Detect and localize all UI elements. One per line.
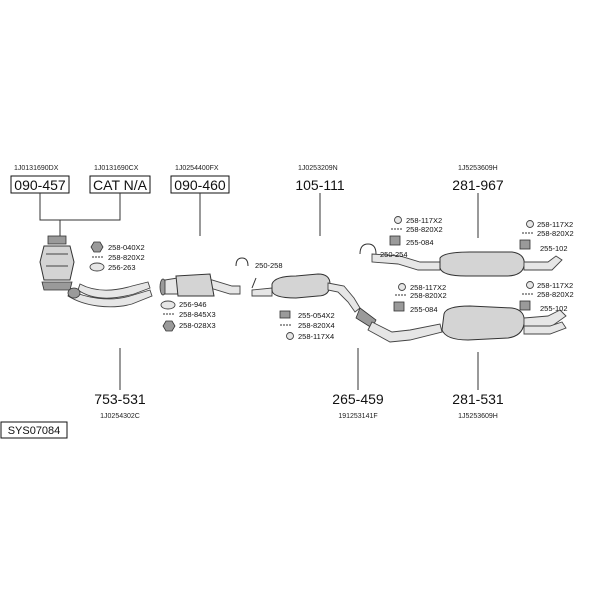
svg-text:258-845X3: 258-845X3	[179, 310, 216, 319]
clamp-icon	[235, 257, 249, 267]
svg-text:258-820X2: 258-820X2	[406, 225, 443, 234]
accessory-a17[interactable]: 255-102	[519, 239, 568, 253]
rear-silencer-upper-drawing	[371, 251, 563, 277]
part-group-g5[interactable]: 1J5253609H 281-967	[452, 165, 504, 193]
svg-text:255-084: 255-084	[410, 305, 438, 314]
rear-silencer-lower-drawing	[441, 305, 567, 341]
accessory-a13[interactable]: 255-084	[389, 235, 434, 247]
accessory-a5[interactable]: 256-946	[160, 300, 207, 310]
part-group-g3[interactable]: 1J0254400FX 090-460	[170, 165, 230, 194]
oem-number: 191253141F	[338, 413, 377, 420]
hanger-icon	[393, 301, 405, 312]
accessory-a23[interactable]: 255-102	[519, 300, 568, 313]
svg-text:258-117X2: 258-117X2	[537, 220, 573, 229]
part-number: 281-967	[452, 177, 504, 193]
svg-text:255-084: 255-084	[406, 238, 434, 247]
svg-text:255-054X2: 255-054X2	[298, 311, 335, 320]
oem-number: 1J0131690CX	[94, 165, 139, 172]
part-number: 105-111	[295, 177, 345, 193]
system-code-box	[0, 421, 68, 439]
part-group-g1[interactable]: 1J0131690DX 090-457	[10, 165, 70, 194]
accessory-a8[interactable]: 255-054X2	[279, 310, 335, 320]
accessory-a3[interactable]: 256-263	[89, 262, 136, 272]
ring-icon	[526, 220, 534, 228]
svg-text:258-117X2: 258-117X2	[410, 283, 446, 292]
svg-text:258-117X2: 258-117X2	[406, 216, 442, 225]
front-pipe-drawing	[67, 281, 153, 308]
part-group-g6[interactable]: 753-531 1J0254302C	[94, 391, 146, 420]
ring-icon	[394, 216, 402, 224]
oem-number: 1J0131690DX	[14, 165, 59, 172]
svg-text:256-946: 256-946	[179, 300, 207, 309]
svg-text:250-258: 250-258	[255, 261, 283, 270]
accessory-a16[interactable]: 258-820X2	[522, 229, 574, 238]
leader-lines	[39, 193, 479, 390]
svg-text:258-117X2: 258-117X2	[537, 281, 573, 290]
accessory-a22[interactable]: 258-820X2	[522, 290, 574, 299]
intermediate-pipe-drawing	[159, 273, 241, 297]
svg-text:258-820X2: 258-820X2	[410, 291, 447, 300]
svg-text:258-820X2: 258-820X2	[108, 253, 145, 262]
part-group-g8[interactable]: 281-531 1J5253609H	[452, 391, 504, 420]
accessory-a15[interactable]: 258-117X2	[526, 220, 574, 229]
accessory-a20[interactable]: 255-084	[393, 301, 438, 314]
oem-number: 1J0254302C	[100, 413, 140, 420]
part-number: 753-531	[94, 391, 146, 407]
catalytic-converter-drawing	[39, 235, 75, 291]
accessory-a7[interactable]: 258-028X3	[162, 320, 216, 332]
system-code-text: SYS07084	[8, 425, 61, 437]
accessory-a1[interactable]: 258-040X2	[90, 241, 145, 253]
gasket-icon	[89, 262, 105, 272]
accessory-a18[interactable]: 258-117X2	[398, 283, 447, 292]
accessory-a9[interactable]: 258-820X4	[280, 321, 335, 330]
accessory-a12[interactable]: 258-820X2	[391, 225, 443, 234]
part-group-g7[interactable]: 265-459 191253141F	[332, 391, 384, 420]
accessory-a4[interactable]: 250-258	[235, 257, 283, 270]
accessory-a19[interactable]: 258-820X2	[395, 291, 447, 300]
ring-icon	[526, 281, 534, 289]
part-number: CAT N/A	[93, 177, 148, 193]
hanger-icon	[519, 300, 531, 311]
part-number: 281-531	[452, 391, 504, 407]
nut-icon	[162, 320, 176, 332]
ring-icon	[398, 283, 406, 291]
svg-text:258-117X4: 258-117X4	[298, 332, 334, 341]
svg-text:255-102: 255-102	[540, 304, 568, 313]
svg-text:258-820X4: 258-820X4	[298, 321, 335, 330]
oem-number: 1J5253609H	[458, 413, 498, 420]
part-group-g4[interactable]: 1J0253209N 105-111	[295, 165, 345, 193]
nut-icon	[90, 241, 104, 253]
clamp-icon	[359, 243, 377, 255]
accessory-a2[interactable]: 258-820X2	[92, 253, 145, 262]
clamp-icon	[279, 310, 291, 319]
accessory-list: 258-040X2 258-820X2 256-263 250-258 256-…	[89, 216, 574, 341]
part-number: 090-457	[14, 177, 66, 193]
hanger-icon	[519, 239, 531, 250]
part-number: 265-459	[332, 391, 384, 407]
svg-text:258-820X2: 258-820X2	[537, 229, 574, 238]
oem-number: 1J0253209N	[298, 165, 338, 172]
svg-text:256-263: 256-263	[108, 263, 136, 272]
svg-text:258-028X3: 258-028X3	[179, 321, 216, 330]
oem-number: 1J0254400FX	[175, 165, 219, 172]
accessory-a10[interactable]: 258-117X4	[286, 332, 335, 341]
svg-text:258-820X2: 258-820X2	[537, 290, 574, 299]
part-number: 090-460	[174, 177, 226, 193]
svg-text:255-102: 255-102	[540, 244, 568, 253]
middle-silencer-drawing	[251, 273, 361, 313]
hanger-icon	[389, 235, 401, 246]
accessory-a14[interactable]: 250-254	[359, 243, 408, 259]
ring-icon	[286, 332, 294, 340]
accessory-a6[interactable]: 258-845X3	[163, 310, 216, 319]
system-code: SYS07084	[0, 421, 68, 439]
gasket-icon	[160, 300, 176, 310]
accessory-a21[interactable]: 258-117X2	[526, 281, 574, 290]
svg-text:258-040X2: 258-040X2	[108, 243, 145, 252]
part-group-g2[interactable]: 1J0131690CX CAT N/A	[89, 165, 151, 194]
connecting-pipe-drawing	[355, 307, 443, 343]
svg-text:250-254: 250-254	[380, 250, 408, 259]
accessory-a11[interactable]: 258-117X2	[394, 216, 443, 225]
oem-number: 1J5253609H	[458, 165, 498, 172]
